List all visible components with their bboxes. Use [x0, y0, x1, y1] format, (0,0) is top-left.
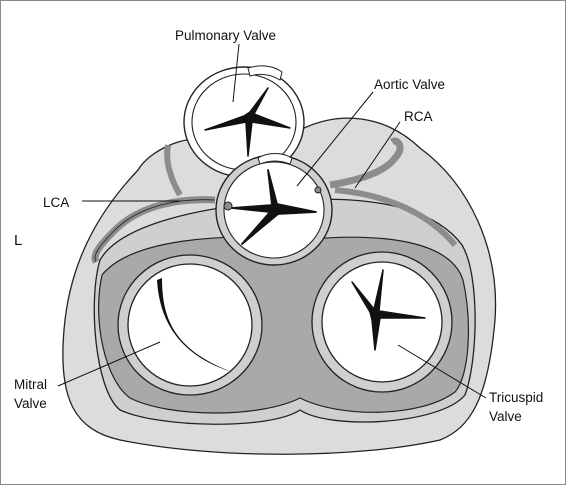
mitral-label-line2: Valve	[14, 396, 47, 411]
mitral-valve	[117, 254, 263, 396]
aortic-valve-label: Aortic Valve	[374, 77, 445, 92]
tricuspid-coaptation-lines	[351, 269, 426, 351]
mitral-label-line1: Mitral	[14, 377, 47, 392]
tricuspid-label-line1: Tricuspid	[489, 390, 543, 405]
side-l-label: L	[14, 232, 22, 249]
rca-artery-continuation	[334, 187, 458, 247]
mitral-coaptation-line	[157, 278, 232, 372]
lca-artery-edge	[94, 199, 216, 263]
pulmonary-valve-label: Pulmonary Valve	[175, 28, 276, 43]
tricuspid-valve-leader	[397, 344, 487, 399]
pulmonary-coaptation-lines	[204, 87, 291, 157]
lca-branch	[164, 144, 183, 197]
rca-label: RCA	[404, 109, 433, 124]
tricuspid-label-line2: Valve	[489, 409, 522, 424]
tricuspid-valve	[311, 251, 453, 393]
pulmonary-valve-leader	[232, 43, 240, 103]
aortic-valve	[215, 153, 333, 266]
lca-ostium	[223, 201, 233, 211]
rca-leader	[354, 121, 401, 189]
rca-artery	[329, 137, 404, 189]
aortic-valve-leader	[296, 91, 374, 187]
aortic-coaptation-lines	[231, 169, 317, 245]
lca-label: LCA	[43, 195, 69, 210]
mitral-valve-leader	[57, 341, 161, 387]
rca-ostium	[314, 186, 322, 194]
